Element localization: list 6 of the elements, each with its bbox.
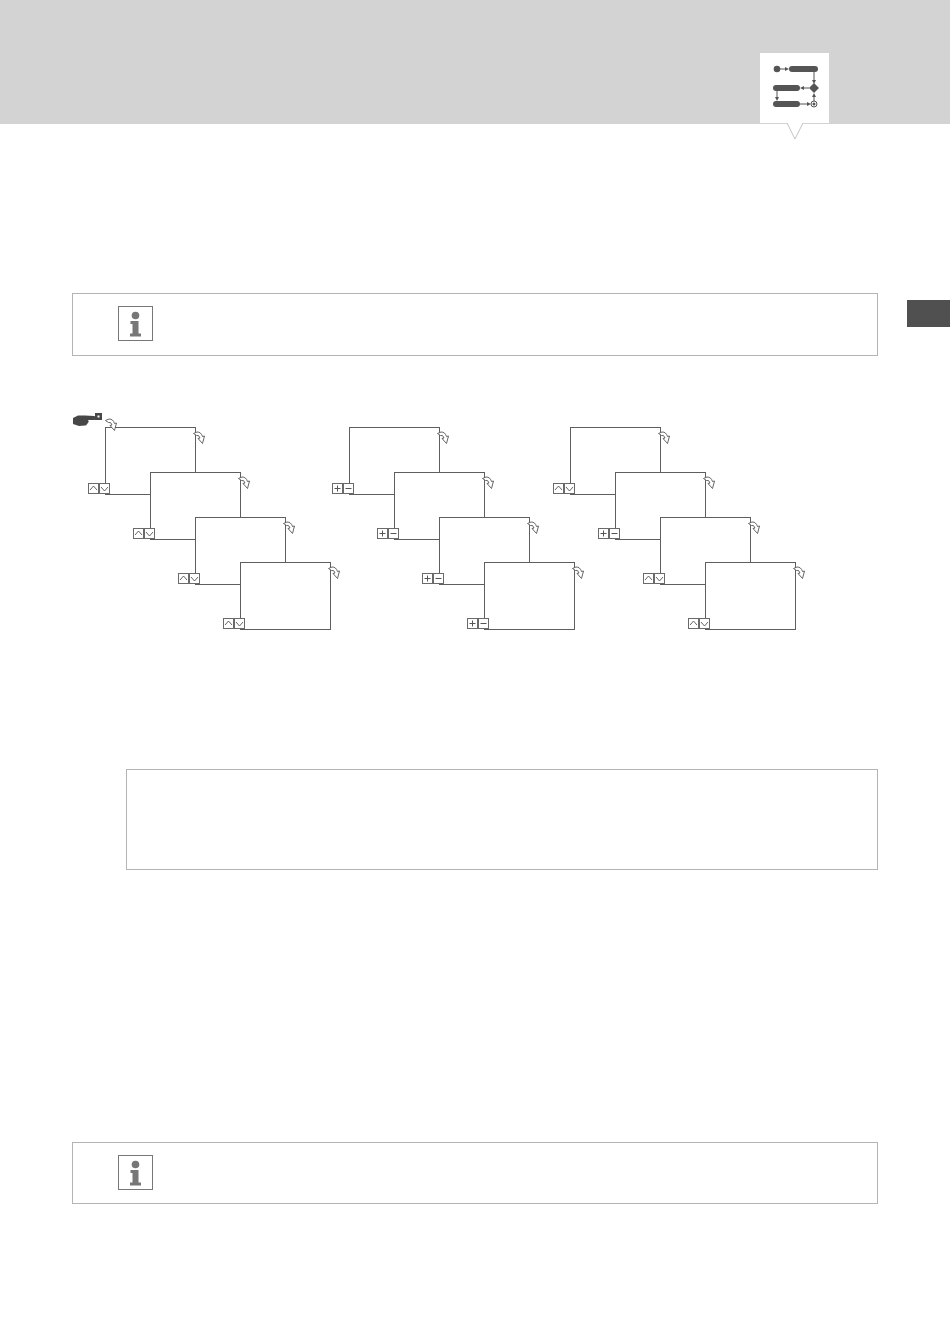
display-menu — [240, 562, 331, 630]
display-menu — [705, 562, 796, 630]
note-panel — [126, 769, 878, 870]
note-panel — [72, 293, 878, 356]
note-panel — [72, 1142, 878, 1204]
display-menu — [484, 562, 575, 630]
